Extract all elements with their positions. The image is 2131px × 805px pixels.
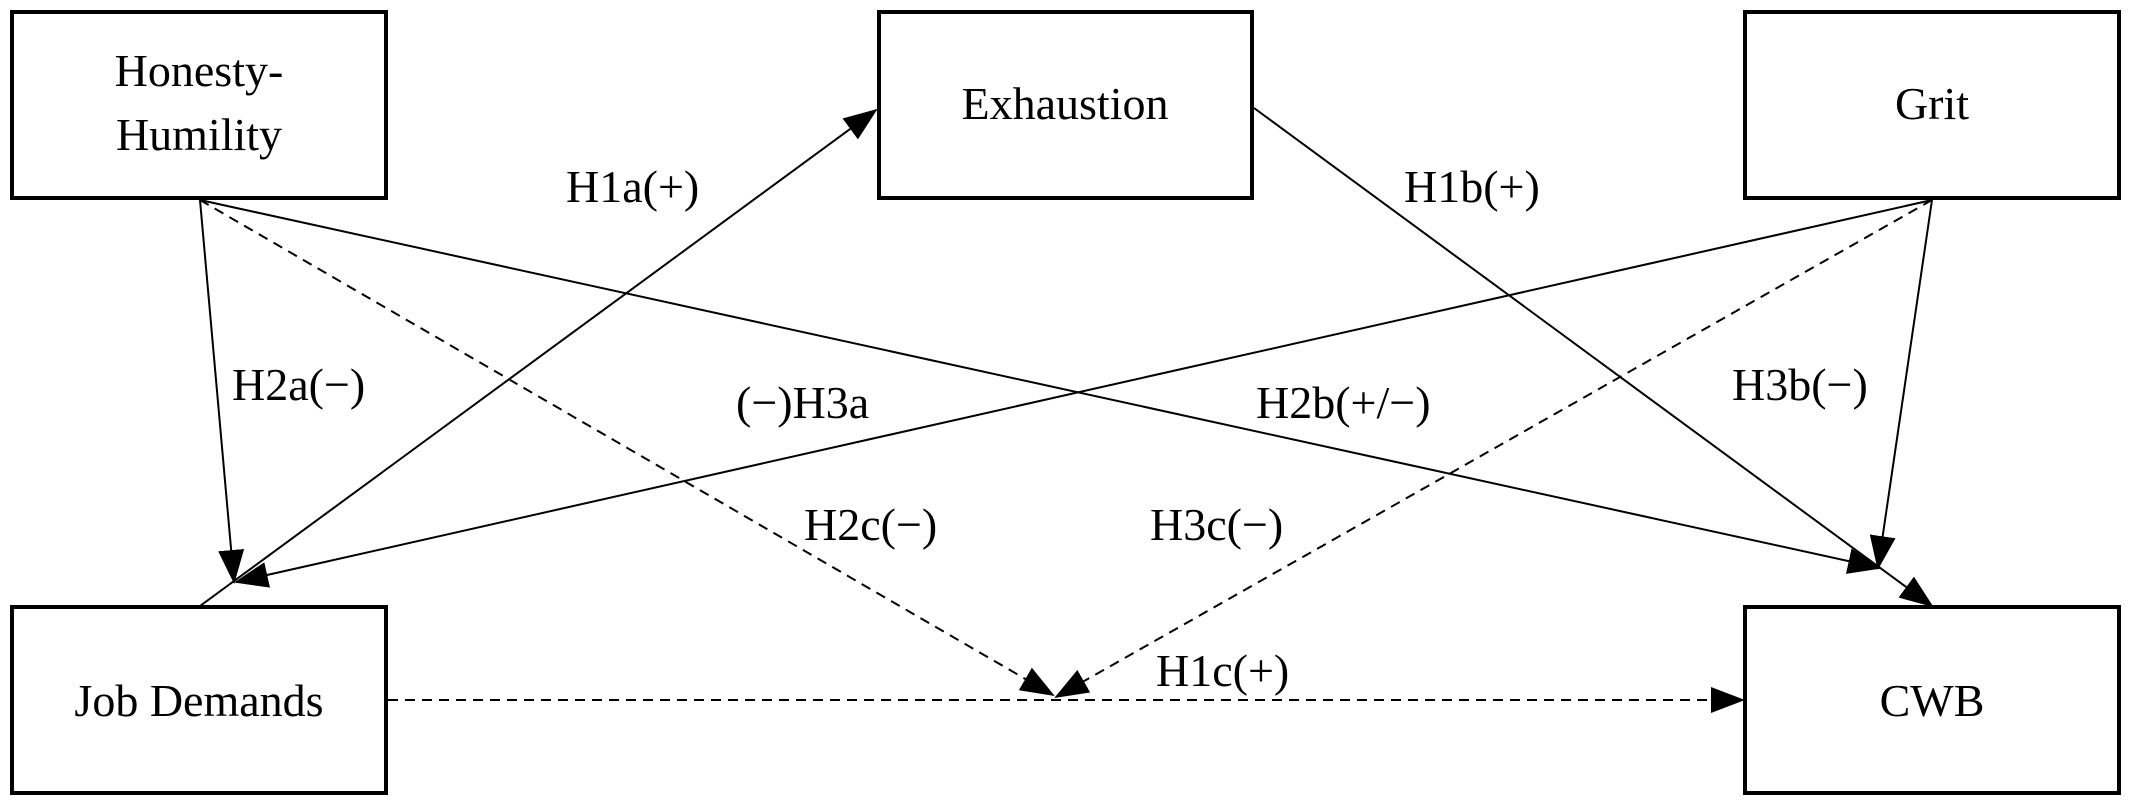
node-honesty-humility: Honesty- Humility [10,10,388,200]
label-h2a: H2a(−) [232,359,365,410]
label-h1c: H1c(+) [1156,645,1289,696]
label-h3b: H3b(−) [1732,359,1868,410]
label-h1b: H1b(+) [1404,161,1540,212]
label-h1a: H1a(+) [566,161,699,212]
edge-h2a [199,199,245,584]
node-cwb-label: CWB [1880,675,1985,726]
node-grit-label: Grit [1895,78,1969,129]
edge-h1b [1253,107,1934,608]
label-h3c: H3c(−) [1150,499,1283,550]
edge-h1a [199,108,878,607]
node-honesty-humility-line1: Honesty- [115,45,284,96]
edge-h3a [234,199,1933,588]
edge-h3c [1054,199,1933,698]
edge-h2c [199,199,1055,697]
edge-h2b [199,199,1882,574]
label-h3a: (−)H3a [736,377,869,428]
edge-h3b [1869,199,1933,570]
node-exhaustion: Exhaustion [877,10,1254,200]
node-grit: Grit [1743,10,2121,200]
node-job-demands-label: Job Demands [74,675,323,726]
node-cwb: CWB [1743,605,2121,795]
label-h2b: H2b(+/−) [1256,377,1431,428]
label-h2c: H2c(−) [804,499,937,550]
node-job-demands: Job Demands [10,605,388,795]
node-honesty-humility-line2: Humility [116,109,282,160]
node-exhaustion-label: Exhaustion [962,78,1169,129]
